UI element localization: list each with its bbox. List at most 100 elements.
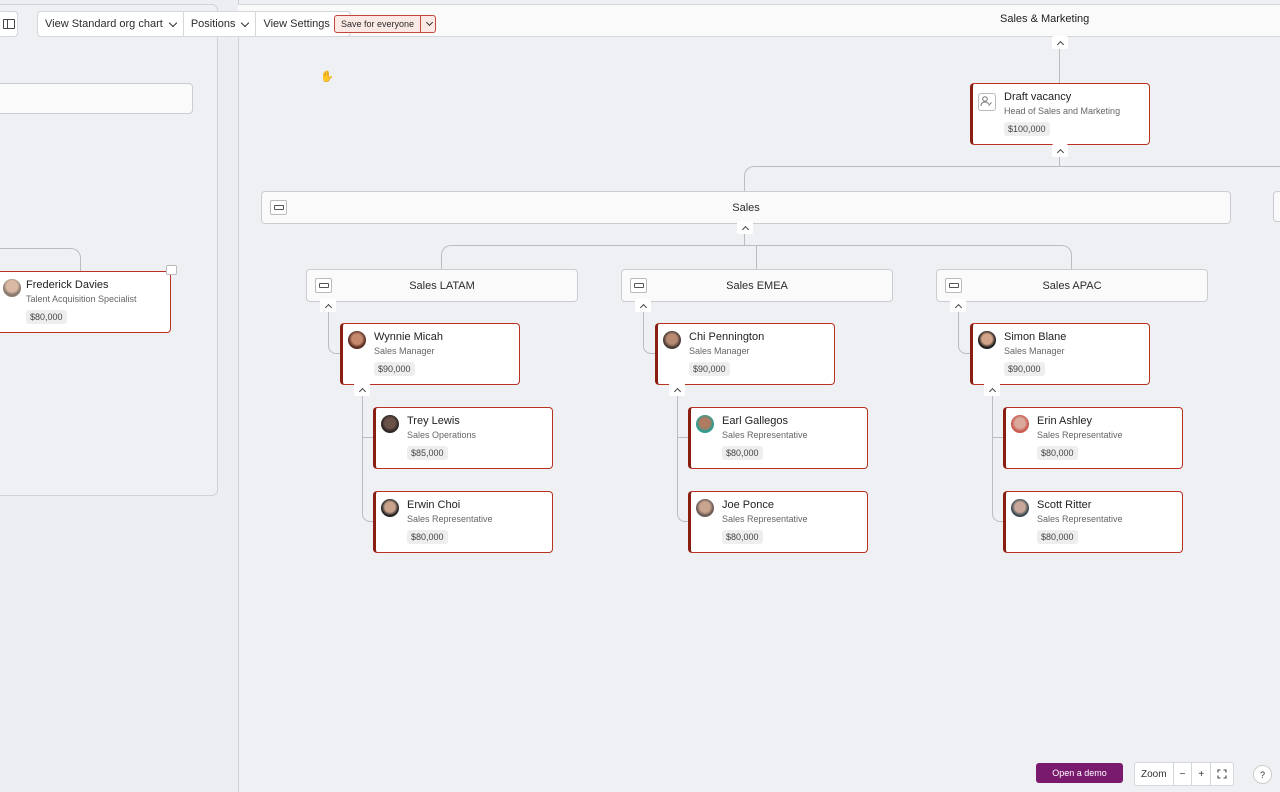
person-name: Simon Blane <box>1004 331 1067 343</box>
collapse-toggle[interactable] <box>635 299 651 312</box>
collapse-department-button[interactable] <box>945 278 962 293</box>
collapse-toggle[interactable] <box>669 383 685 396</box>
connector <box>362 437 374 438</box>
collapse-department-button[interactable] <box>270 200 287 215</box>
person-card-joe-ponce[interactable]: Joe Ponce Sales Representative $80,000 <box>688 491 868 553</box>
collapse-toggle[interactable] <box>737 221 753 234</box>
hand-cursor-icon: ✋ <box>320 71 334 83</box>
person-salary: $80,000 <box>722 446 763 460</box>
connector <box>744 166 1280 193</box>
partial-department-bar <box>1273 191 1280 222</box>
connector <box>441 245 758 270</box>
group-title: Sales & Marketing <box>1000 13 1090 25</box>
avatar <box>3 279 21 297</box>
help-button[interactable]: ? <box>1253 765 1272 784</box>
department-sales-emea[interactable]: Sales EMEA <box>621 269 893 302</box>
vacancy-role: Head of Sales and Marketing <box>1004 106 1121 116</box>
person-name: Trey Lewis <box>407 415 460 427</box>
avatar <box>696 415 714 433</box>
card-corner-marker <box>166 265 177 275</box>
person-card-erwin-choi[interactable]: Erwin Choi Sales Representative $80,000 <box>373 491 553 553</box>
connector <box>1059 157 1060 167</box>
collapse-toggle[interactable] <box>984 383 1000 396</box>
collapse-toggle[interactable] <box>320 299 336 312</box>
save-options-toggle[interactable] <box>421 16 435 32</box>
department-sales-latam[interactable]: Sales LATAM <box>306 269 578 302</box>
left-department-bar[interactable] <box>0 83 193 114</box>
person-name: Wynnie Micah <box>374 331 443 343</box>
avatar <box>663 331 681 349</box>
sidebar-toggle-button[interactable] <box>0 11 18 37</box>
fullscreen-button[interactable] <box>1211 763 1233 785</box>
collapse-department-button[interactable] <box>630 278 647 293</box>
positions-dropdown[interactable]: Positions <box>184 12 257 36</box>
connector <box>677 437 689 438</box>
zoom-controls: Zoom − + <box>1134 762 1235 786</box>
person-role: Sales Representative <box>1037 430 1123 440</box>
person-name: Chi Pennington <box>689 331 765 343</box>
collapse-icon <box>318 283 329 288</box>
person-role: Sales Manager <box>374 346 435 356</box>
zoom-out-button[interactable]: − <box>1174 763 1193 785</box>
person-salary: $80,000 <box>1037 530 1078 544</box>
view-settings-dropdown[interactable]: View Settings <box>256 12 349 36</box>
chevron-up-icon <box>954 303 962 311</box>
chevron-up-icon <box>673 387 681 395</box>
connector <box>744 234 745 245</box>
connector <box>958 312 972 354</box>
person-name: Joe Ponce <box>722 499 774 511</box>
person-card-scott-ritter[interactable]: Scott Ritter Sales Representative $80,00… <box>1003 491 1183 553</box>
connector <box>756 245 757 269</box>
collapse-toggle[interactable] <box>1052 36 1068 49</box>
person-card-wynnie-micah[interactable]: Wynnie Micah Sales Manager $90,000 <box>340 323 520 385</box>
connector <box>328 312 342 354</box>
connector <box>1059 37 1060 83</box>
department-sales[interactable]: Sales <box>261 191 1231 224</box>
person-role: Talent Acquisition Specialist <box>26 294 137 304</box>
person-name: Scott Ritter <box>1037 499 1092 511</box>
toolbar: View Standard org chart Positions View S… <box>37 11 351 37</box>
chevron-up-icon <box>741 225 749 233</box>
chevron-up-icon <box>358 387 366 395</box>
collapse-toggle[interactable] <box>950 299 966 312</box>
department-sales-apac[interactable]: Sales APAC <box>936 269 1208 302</box>
person-card-earl-gallegos[interactable]: Earl Gallegos Sales Representative $80,0… <box>688 407 868 469</box>
avatar <box>1011 499 1029 517</box>
view-org-chart-label: View Standard org chart <box>45 18 163 30</box>
vacancy-card[interactable]: Draft vacancy Head of Sales and Marketin… <box>970 83 1150 145</box>
vacancy-salary: $100,000 <box>1004 122 1050 136</box>
view-settings-label: View Settings <box>263 18 330 30</box>
department-name: Sales EMEA <box>726 279 788 292</box>
chevron-down-icon <box>241 18 250 27</box>
avatar <box>381 415 399 433</box>
view-org-chart-dropdown[interactable]: View Standard org chart <box>38 12 184 36</box>
save-for-everyone-button[interactable]: Save for everyone <box>334 15 437 33</box>
collapse-department-button[interactable] <box>315 278 332 293</box>
person-role: Sales Representative <box>722 430 808 440</box>
connector <box>677 396 690 522</box>
chevron-down-icon <box>425 18 433 27</box>
person-card-simon-blane[interactable]: Simon Blane Sales Manager $90,000 <box>970 323 1150 385</box>
person-salary: $80,000 <box>722 530 763 544</box>
person-card-chi-pennington[interactable]: Chi Pennington Sales Manager $90,000 <box>655 323 835 385</box>
collapse-toggle[interactable] <box>1052 144 1068 157</box>
person-card-trey-lewis[interactable]: Trey Lewis Sales Operations $85,000 <box>373 407 553 469</box>
person-salary: $80,000 <box>1037 446 1078 460</box>
fullscreen-icon <box>1217 769 1227 779</box>
person-card-erin-ashley[interactable]: Erin Ashley Sales Representative $80,000 <box>1003 407 1183 469</box>
collapse-toggle[interactable] <box>354 383 370 396</box>
department-name: Sales LATAM <box>409 279 475 292</box>
person-role: Sales Representative <box>1037 514 1123 524</box>
connector <box>643 312 657 354</box>
positions-label: Positions <box>190 18 236 30</box>
person-salary: $80,000 <box>407 530 448 544</box>
chevron-up-icon <box>1056 148 1064 156</box>
person-role: Sales Manager <box>689 346 750 356</box>
avatar <box>696 499 714 517</box>
connector <box>992 396 1005 522</box>
person-card-frederick-davies[interactable]: Frederick Davies Talent Acquisition Spec… <box>0 265 177 333</box>
person-name: Erin Ashley <box>1037 415 1093 427</box>
open-demo-button[interactable]: Open a demo <box>1036 763 1123 783</box>
zoom-in-button[interactable]: + <box>1192 763 1212 785</box>
connector <box>756 245 1072 270</box>
